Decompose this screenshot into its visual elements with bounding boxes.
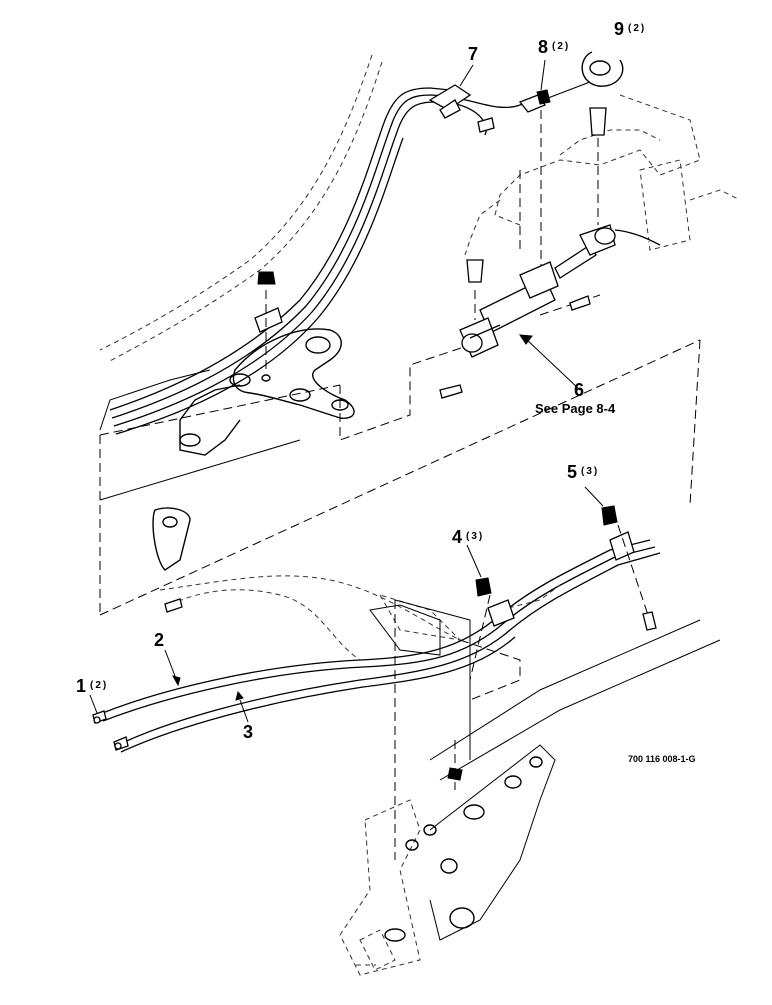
hose-fittings-1 — [92, 598, 183, 751]
hydraulic-cylinder — [439, 107, 661, 399]
callout-2: 2 — [154, 630, 164, 650]
upper-hose-clamp — [254, 271, 283, 382]
hose-clamp-4 — [469, 577, 515, 681]
upper-panel-outline — [99, 294, 701, 616]
callout-1: 1 (2) — [76, 676, 108, 696]
callout-number: 7 — [468, 44, 478, 64]
callout-number: 2 — [154, 630, 164, 650]
callout-9: 9 (2) — [614, 19, 646, 39]
callout-number: 1 — [76, 676, 86, 696]
callout-6: 6 See Page 8-4 — [535, 380, 616, 416]
callout-number: 3 — [243, 722, 253, 742]
callout-note: See Page 8-4 — [535, 401, 616, 416]
hose-clamp-5 — [601, 505, 657, 631]
callout-7: 7 — [468, 44, 478, 64]
callout-quantity: (3) — [581, 466, 599, 477]
callout-quantity: (2) — [552, 41, 570, 52]
callout-8: 8 (2) — [538, 37, 570, 57]
callout-5: 5 (3) — [567, 462, 599, 482]
callout-number: 4 — [452, 527, 462, 547]
callout-number: 5 — [567, 462, 577, 482]
callout-number: 9 — [614, 19, 624, 39]
callout-quantity: (2) — [628, 23, 646, 34]
lower-frame — [159, 575, 721, 860]
callout-number: 6 — [574, 380, 584, 400]
fitting-8 — [518, 81, 591, 280]
mounting-bracket — [152, 328, 355, 571]
callout-4: 4 (3) — [452, 527, 484, 547]
lower-hose-bundle — [99, 539, 661, 753]
upper-hose-bundle — [109, 87, 536, 435]
header-frame-outline — [99, 54, 741, 501]
o-ring-9 — [581, 51, 624, 87]
callout-quantity: (2) — [90, 680, 108, 691]
lower-mount-leg — [339, 740, 556, 976]
callout-3: 3 — [243, 722, 253, 742]
callout-quantity: (3) — [466, 531, 484, 542]
callout-leaders — [89, 59, 604, 723]
drawing-number: 700 116 008-1-G — [628, 754, 696, 764]
hose-clamp-7 — [428, 84, 495, 133]
callout-number: 8 — [538, 37, 548, 57]
